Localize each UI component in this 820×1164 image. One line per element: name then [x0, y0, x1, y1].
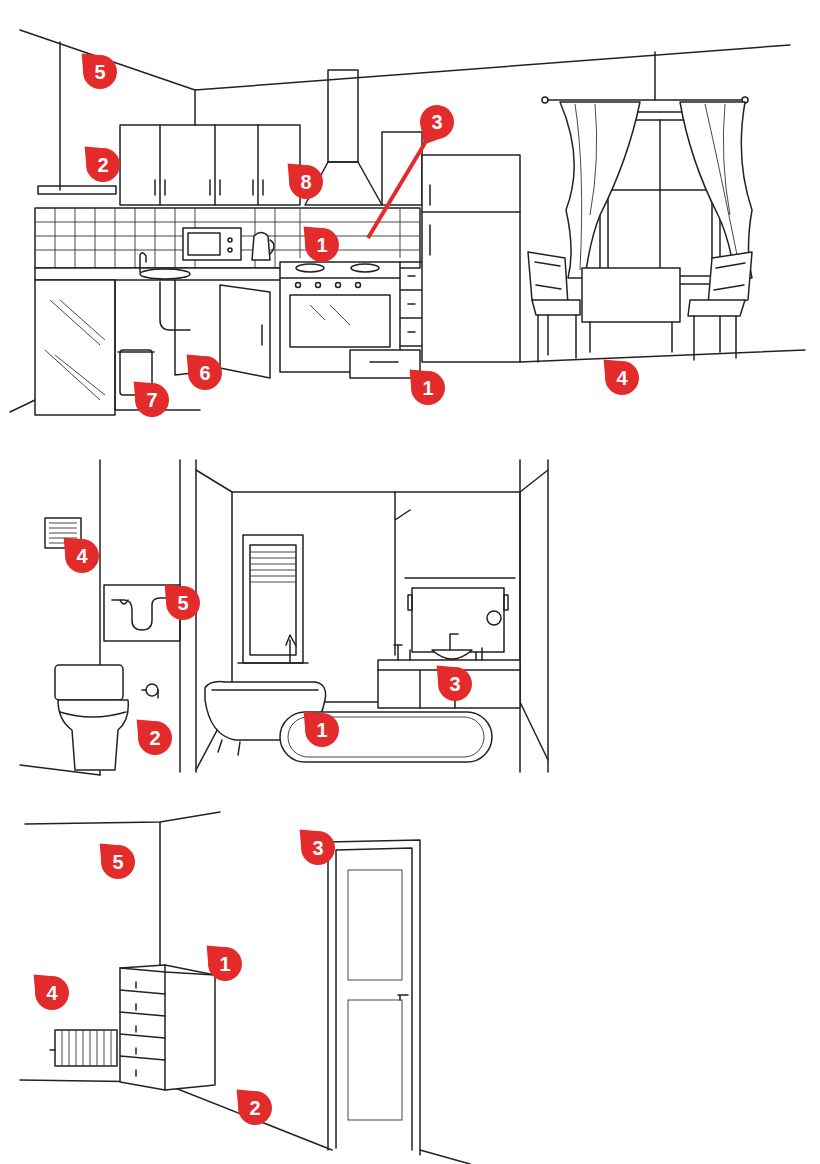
callout-number: 1	[304, 227, 340, 263]
callout-marker: 2	[85, 147, 121, 183]
callout-number: 3	[300, 830, 336, 866]
callout-number: 8	[288, 164, 324, 200]
callout-number: 4	[604, 360, 640, 396]
leader-line	[368, 138, 428, 238]
callout-number: 3	[419, 104, 455, 140]
callout-marker: 5	[100, 844, 136, 880]
callout-marker: 4	[34, 975, 70, 1011]
callout-number: 5	[165, 585, 201, 621]
callout-number: 4	[34, 975, 70, 1011]
callout-number: 4	[64, 538, 100, 574]
callout-marker: 5	[165, 585, 201, 621]
callout-marker: 1	[304, 227, 340, 263]
callout-number: 6	[187, 355, 223, 391]
callout-number: 1	[207, 946, 243, 982]
callout-number: 5	[100, 844, 136, 880]
bathroom-drawing	[20, 460, 548, 775]
callout-marker: 2	[137, 720, 173, 756]
callout-marker: 1	[304, 712, 340, 748]
callout-number: 2	[137, 720, 173, 756]
callout-marker: 2	[237, 1090, 273, 1126]
callout-number: 3	[437, 666, 473, 702]
callout-marker: 6	[187, 355, 223, 391]
callout-marker: 8	[288, 164, 324, 200]
callout-marker: 5	[82, 54, 118, 90]
room-drawing	[20, 812, 470, 1164]
kitchen-drawing	[10, 30, 805, 415]
callout-number: 1	[410, 370, 446, 406]
callout-number: 2	[237, 1090, 273, 1126]
callout-marker: 4	[604, 360, 640, 396]
callout-number: 2	[85, 147, 121, 183]
callout-marker: 3	[300, 830, 336, 866]
callout-marker: 3	[419, 104, 455, 140]
callout-marker: 1	[410, 370, 446, 406]
callout-marker: 7	[134, 382, 170, 418]
callout-marker: 4	[64, 538, 100, 574]
callout-number: 1	[304, 712, 340, 748]
callout-marker: 3	[437, 666, 473, 702]
callout-number: 5	[82, 54, 118, 90]
callout-number: 7	[134, 382, 170, 418]
callout-marker: 1	[207, 946, 243, 982]
